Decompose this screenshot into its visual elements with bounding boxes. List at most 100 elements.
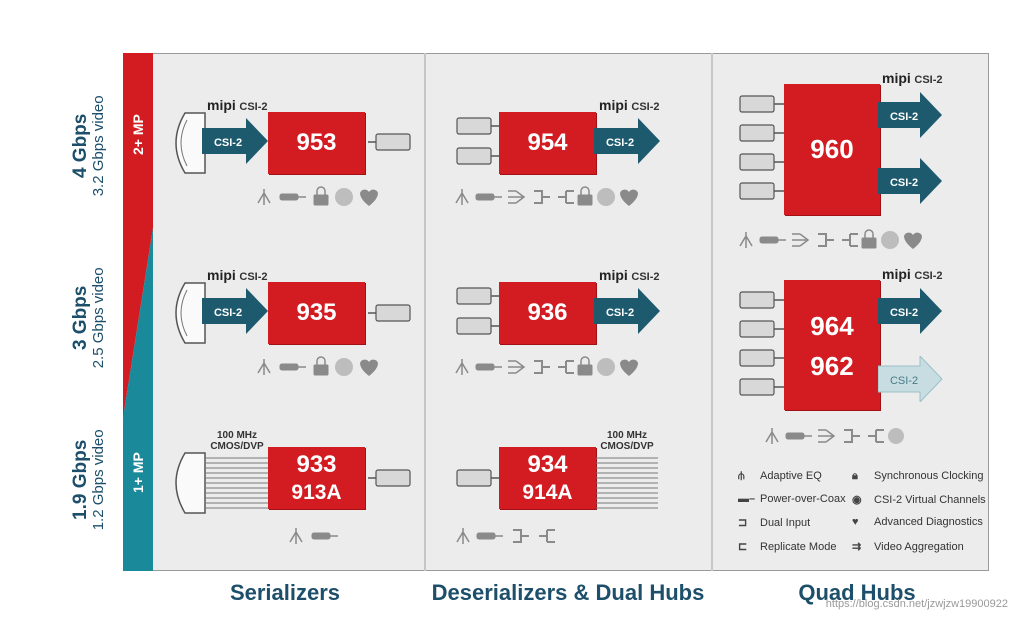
legend-item-poc: ▬– Power-over-Coax [738, 493, 846, 505]
feature-icons-936 [455, 356, 638, 376]
cmos-line1: 100 MHz [606, 430, 647, 441]
mipi-brand: mipi [882, 266, 911, 282]
mipi-logo: mipi CSI-2 [207, 97, 268, 113]
cmos-dvp-label: 100 MHz CMOS/DVP [596, 430, 658, 452]
camera-lens-icon [175, 282, 206, 344]
mipi-csi: CSI-2 [239, 271, 268, 283]
coax-connector-icon [368, 469, 411, 487]
replicate-mode-icon: ⊏ [738, 541, 748, 553]
mipi-brand: mipi [207, 267, 236, 283]
adaptive-eq-icon: ⫛ [738, 470, 745, 482]
mipi-csi: CSI-2 [239, 101, 268, 113]
legend-label: Advanced Diagnostics [874, 516, 983, 528]
mipi-csi: CSI-2 [631, 101, 660, 113]
legend-item-dual-input: ⊐ Dual Input [738, 516, 810, 529]
legend-label: CSI-2 Virtual Channels [874, 494, 986, 506]
virtual-channels-icon: ◉ [852, 494, 862, 506]
legend-item-diag: ♥ Advanced Diagnostics [852, 516, 983, 528]
chip-number: 962 [810, 351, 854, 381]
mipi-brand: mipi [882, 70, 911, 86]
heart-icon: ♥ [852, 516, 859, 528]
chip-933-913a: 933 913A [268, 447, 365, 509]
column-divider [424, 53, 426, 571]
legend-label: Synchronous Clocking [874, 470, 984, 482]
arrow-label: CSI-2 [890, 111, 918, 123]
coax-input [456, 469, 501, 487]
cmos-dvp-label: 100 MHz CMOS/DVP [206, 430, 268, 452]
legend-label: Power-over-Coax [760, 493, 846, 505]
mipi-brand: mipi [599, 97, 628, 113]
camera-lens-icon [175, 112, 206, 174]
mipi-logo: mipi CSI-2 [882, 70, 943, 86]
chip-number: 960 [810, 134, 854, 164]
mipi-logo: mipi CSI-2 [599, 267, 660, 283]
feature-icons-964 [765, 428, 904, 444]
legend-item-adaptive-eq: ⫛Adaptive EQ [738, 470, 822, 483]
arrow-label: CSI-2 [214, 137, 242, 149]
csi2-arrow: CSI-2 [878, 92, 942, 138]
speed-rate: 1.9 Gbps [70, 439, 92, 520]
chip-number: 934 [527, 451, 568, 478]
speed-rate: 4 Gbps [70, 113, 92, 179]
csi2-arrow: CSI-2 [878, 288, 942, 334]
band-label-bottom: 1+ MP [130, 452, 146, 493]
mipi-logo: mipi CSI-2 [599, 97, 660, 113]
speed-video: 1.2 Gbps video [90, 429, 108, 531]
power-over-coax-icon: ▬– [738, 493, 756, 505]
column-title-deserializers: Deserializers & Dual Hubs [431, 580, 705, 605]
feature-icons-934 [456, 528, 555, 544]
csi2-arrow: CSI-2 [878, 158, 942, 204]
watermark: https://blog.csdn.net/jzwjzw19900922 [825, 598, 1008, 610]
parallel-bus-lines [175, 452, 270, 514]
cmos-line2: CMOS/DVP [210, 441, 264, 452]
video-aggregation-icon: ⇉ [852, 541, 862, 553]
mipi-brand: mipi [599, 267, 628, 283]
legend-label: Dual Input [760, 517, 811, 529]
column-divider [711, 53, 713, 571]
chip-934-914a: 934 914A [499, 447, 596, 509]
legend-label: Replicate Mode [760, 541, 837, 553]
legend-item-agg: ⇉ Video Aggregation [852, 540, 964, 553]
legend-item-replicate: ⊏ Replicate Mode [738, 540, 836, 553]
arrow-label: CSI-2 [890, 177, 918, 189]
legend-item-sync: 🔒︎ Synchronous Clocking [852, 470, 983, 483]
chip-number: 935 [296, 299, 337, 326]
mipi-logo: mipi CSI-2 [207, 267, 268, 283]
chip-960: 960 [784, 84, 880, 215]
column-title-serializers: Serializers [229, 580, 341, 605]
csi2-arrow-optional: CSI-2 [878, 356, 943, 402]
csi2-arrow: CSI-2 [594, 288, 660, 334]
chip-935: 935 [268, 282, 365, 344]
speed-rate: 3 Gbps [70, 285, 92, 351]
mipi-brand: mipi [207, 97, 236, 113]
chip-953: 953 [268, 112, 365, 174]
chip-954: 954 [499, 112, 596, 174]
feature-icons-960 [739, 229, 922, 249]
legend-label: Video Aggregation [874, 541, 964, 553]
chip-number: 914A [522, 481, 573, 504]
column-title-quad-hubs: Quad Hubs [798, 580, 916, 605]
feature-icons-953 [257, 186, 378, 206]
dual-coax-inputs [456, 287, 501, 335]
chip-936: 936 [499, 282, 596, 344]
band-label-top: 2+ MP [130, 114, 146, 155]
arrow-label: CSI-2 [214, 307, 242, 319]
arrow-label: CSI-2 [890, 375, 918, 387]
coax-connector-icon [368, 133, 411, 151]
arrow-label: CSI-2 [606, 137, 634, 149]
arrow-label: CSI-2 [606, 307, 634, 319]
mipi-logo: mipi CSI-2 [882, 266, 943, 282]
lock-icon: 🔒︎ [852, 470, 858, 482]
speed-label-4gbps: 4 Gbps 3.2 Gbps video [70, 81, 107, 211]
cmos-line2: CMOS/DVP [600, 441, 654, 452]
mipi-csi: CSI-2 [914, 270, 943, 282]
speed-label-3gbps: 3 Gbps 2.5 Gbps video [70, 253, 108, 383]
speed-video: 2.5 Gbps video [90, 267, 108, 369]
coax-connector-icon [368, 304, 411, 322]
legend-item-vc: ◉ CSI-2 Virtual Channels [852, 493, 986, 506]
mipi-csi: CSI-2 [631, 271, 660, 283]
csi2-arrow: CSI-2 [594, 118, 660, 164]
dual-input-icon: ⊐ [738, 517, 748, 529]
parallel-bus-lines [596, 457, 658, 509]
chip-number: 913A [291, 481, 342, 504]
